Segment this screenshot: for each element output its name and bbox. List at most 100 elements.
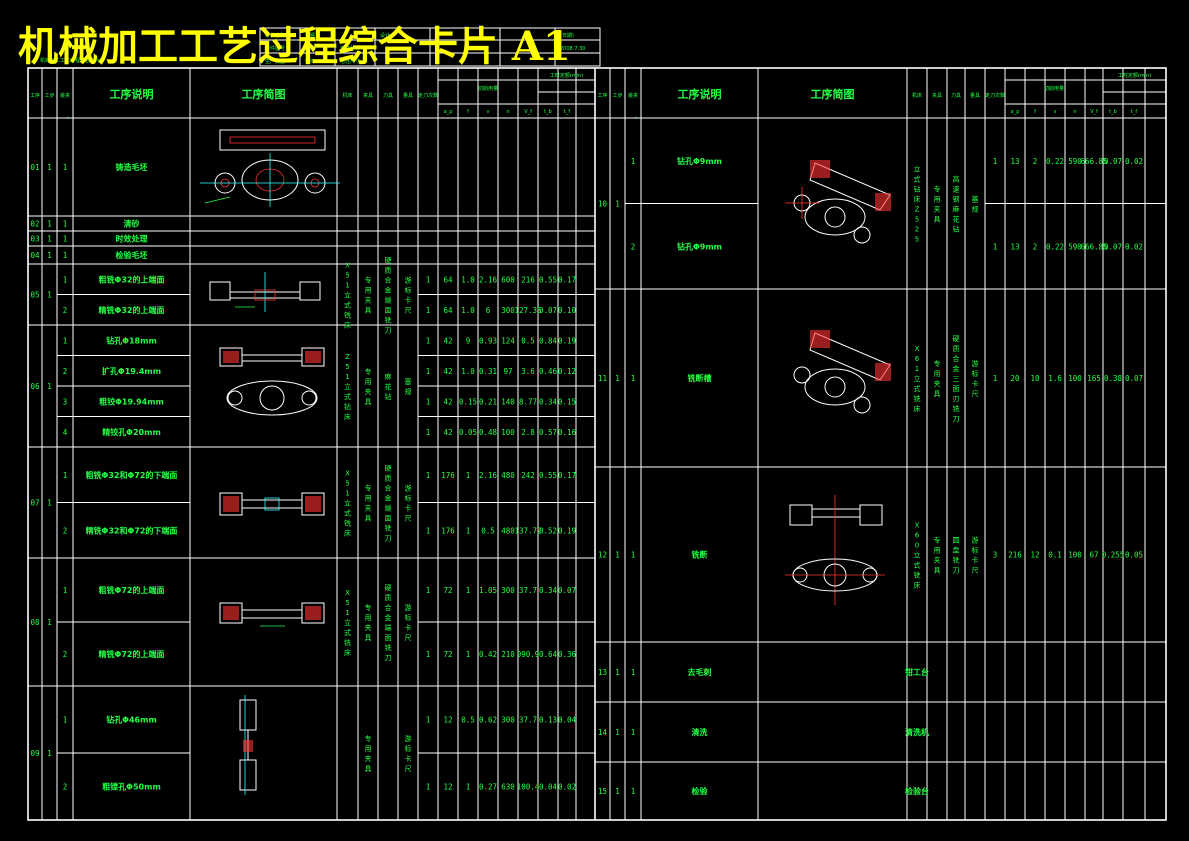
svg-text:质: 质	[385, 266, 392, 275]
step-description: 精铣Φ72的上端面	[99, 649, 165, 659]
cut-value: 1	[466, 526, 471, 535]
svg-text:铣: 铣	[953, 556, 960, 565]
machine-label: 清洗机	[905, 727, 929, 737]
cut-value: 12	[443, 783, 452, 792]
step-number: 1	[63, 163, 68, 172]
col-header-sub-n: n	[1073, 109, 1076, 115]
cut-value: 1.0	[461, 367, 475, 376]
svg-text:立: 立	[344, 291, 351, 300]
svg-text:具: 具	[934, 216, 941, 224]
cut-value: 1	[466, 783, 471, 792]
cut-value: 0.02	[1125, 242, 1143, 251]
cut-value: 0.46	[539, 367, 558, 376]
col-header-step: 工步	[612, 93, 622, 99]
cut-value: 2	[1033, 157, 1038, 166]
svg-text:麻: 麻	[385, 372, 392, 381]
cut-value: 124	[501, 336, 515, 345]
step-description: 检验	[692, 786, 709, 796]
col-header-cut: 切削用量	[1044, 85, 1064, 92]
cut-value: 666.85	[1080, 242, 1107, 251]
svg-text:尺: 尺	[405, 765, 412, 773]
cut-value: 0.17	[558, 275, 576, 284]
svg-text:具: 具	[365, 634, 372, 642]
svg-text:夹: 夹	[365, 387, 372, 396]
cut-value: 0.07	[1104, 242, 1122, 251]
cut-value: 1.6	[1048, 374, 1062, 383]
svg-text:Z: Z	[345, 353, 350, 361]
cut-value: 1	[426, 306, 431, 315]
cut-value: 0.19	[558, 526, 576, 535]
svg-text:具: 具	[365, 398, 372, 406]
step-description: 检验毛坯	[116, 250, 148, 260]
cut-value: 0.12	[558, 367, 576, 376]
cut-value: 1	[426, 650, 431, 659]
svg-text:尺: 尺	[405, 307, 412, 315]
svg-text:2008.7.30: 2008.7.30	[560, 46, 585, 52]
step-number: 3	[63, 397, 68, 406]
svg-text:零件名称: 零件名称	[265, 32, 285, 39]
tool-label: 麻花钻	[385, 372, 392, 401]
svg-text:铣: 铣	[914, 571, 921, 580]
clamp-count: 1	[615, 551, 620, 560]
svg-text:金: 金	[385, 494, 392, 503]
svg-text:塞: 塞	[972, 195, 979, 204]
svg-text:标: 标	[405, 744, 412, 753]
svg-text:端: 端	[385, 296, 392, 305]
svg-text:5: 5	[345, 363, 349, 371]
step-description: 清砂	[124, 219, 140, 229]
svg-text:尺: 尺	[972, 567, 979, 575]
step-number: 1	[631, 668, 636, 677]
cut-value: 1	[426, 716, 431, 725]
svg-text:夹: 夹	[365, 754, 372, 763]
svg-text:合: 合	[385, 276, 392, 285]
cut-value: 0.02	[558, 783, 576, 792]
cut-value: 242	[521, 471, 535, 480]
cut-value: 0.62	[479, 716, 497, 725]
cut-value: 1.0	[461, 306, 475, 315]
cut-value: 0.10	[558, 306, 577, 315]
sketch-op09	[239, 695, 257, 795]
cut-value: 1	[426, 783, 431, 792]
svg-text:铣: 铣	[385, 643, 392, 652]
svg-text:合: 合	[385, 603, 392, 612]
cut-value: 0.05	[1125, 551, 1143, 560]
col-header-sub-t_f: t_f	[564, 109, 570, 115]
clamp-count: 1	[47, 163, 52, 172]
cut-value: 630	[501, 783, 515, 792]
svg-text:式: 式	[344, 509, 351, 518]
svg-text:夹: 夹	[365, 296, 372, 305]
cut-value: 0.15	[558, 397, 576, 406]
cut-value: 0.34	[539, 586, 558, 595]
step-description: 粗镗孔Φ50mm	[102, 782, 161, 792]
svg-text:金: 金	[953, 364, 960, 373]
svg-text:立: 立	[914, 551, 921, 560]
cut-value: 0.55	[539, 471, 557, 480]
cut-value: 0.48	[479, 428, 498, 437]
cut-value: 0.05	[459, 428, 477, 437]
svg-text:毛坯尺寸: 毛坯尺寸	[340, 58, 360, 65]
cut-value: 0.21	[479, 397, 497, 406]
svg-text:专: 专	[365, 367, 372, 376]
step-description: 钻孔Φ18mm	[106, 335, 157, 345]
